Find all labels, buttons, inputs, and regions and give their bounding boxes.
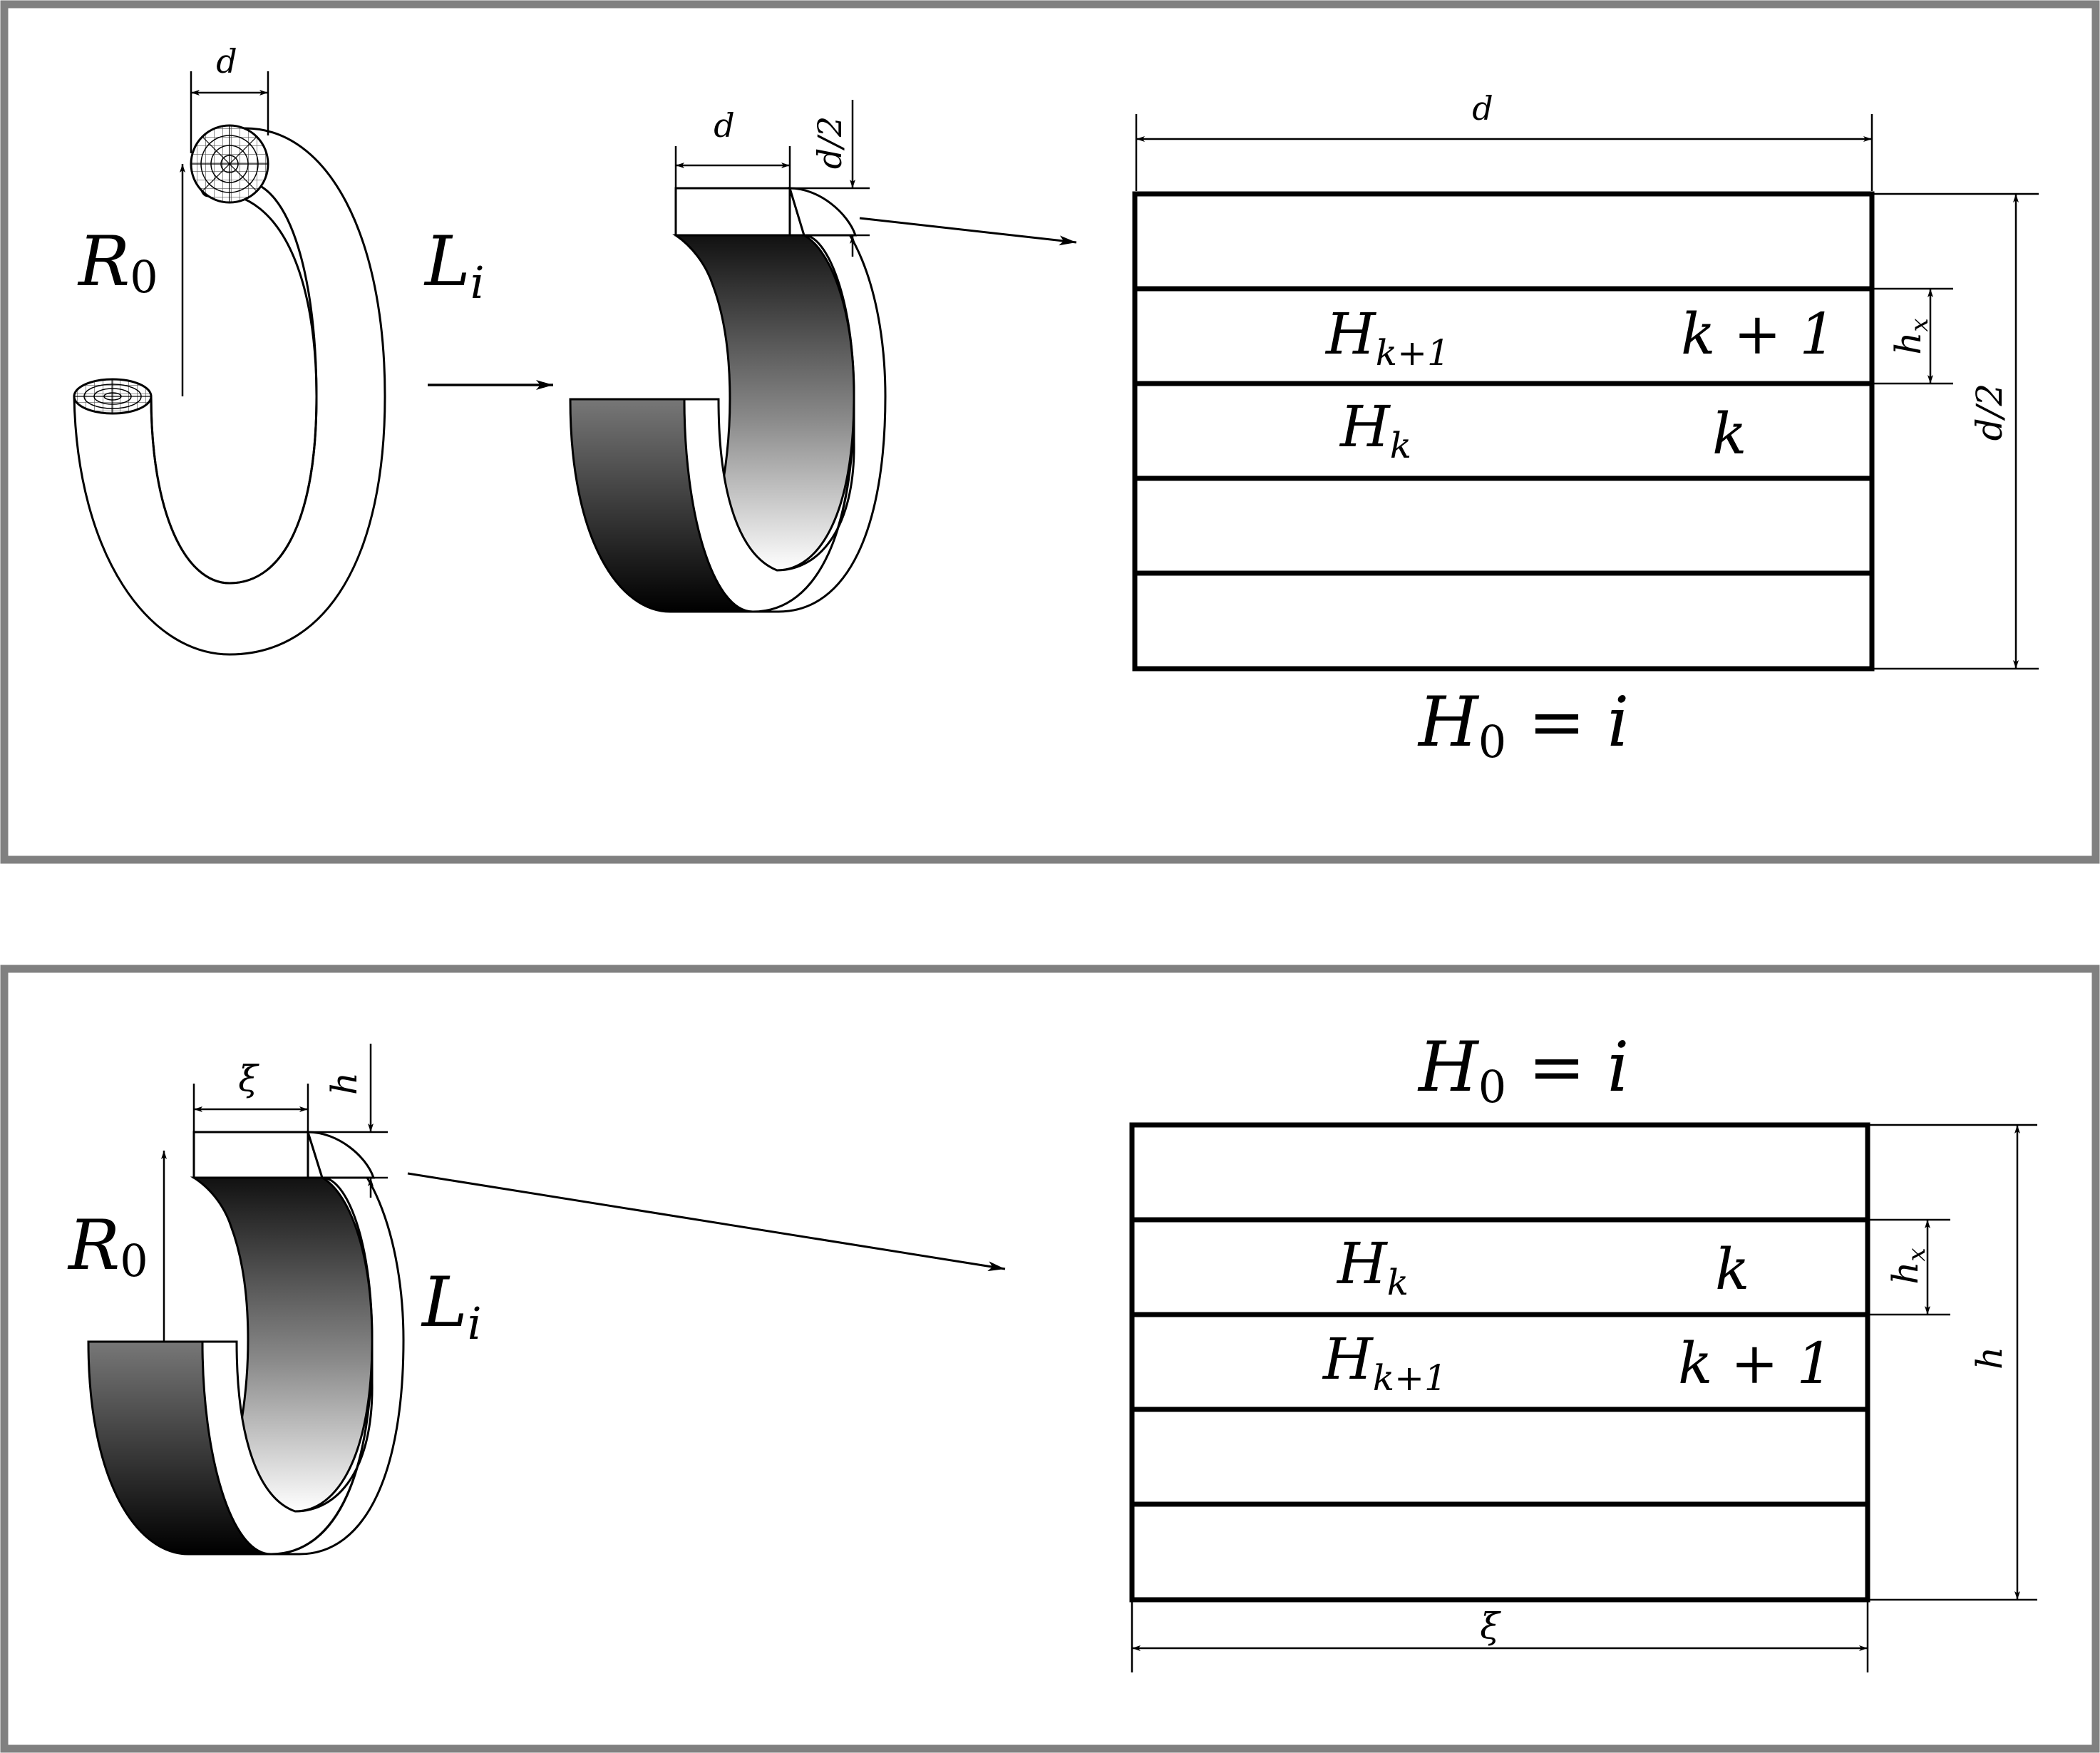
sector-half-d-label: d/2 (810, 116, 849, 169)
layer-row-k1-index: k + 1 (1678, 1330, 1833, 1397)
layered-section-top (1132, 191, 1875, 672)
layer-right-outer-dimension (1872, 192, 2039, 670)
layer-right-outer-dimension (1868, 1124, 2037, 1601)
layer-row-hk-label: Hk (1339, 394, 1411, 466)
layer-row-hk1-label: Hk+1 (1322, 1326, 1447, 1399)
layer-row-k-index: k (1712, 401, 1746, 467)
layer-bottom-xi-label: ξ (1480, 1605, 1501, 1647)
bottom-xi-label: ξ (238, 1058, 259, 1099)
layer-row-k-index: k (1715, 1236, 1749, 1302)
ring-top-cap (306, 1131, 376, 1179)
top-panel: d R0 Li d d/2 (0, 0, 2100, 864)
ring-top-cross-section (192, 1131, 309, 1179)
top-panel-frame (0, 0, 2100, 864)
ring-top-cap (788, 187, 858, 237)
layer-hx-label: hx (1885, 1248, 1931, 1284)
layer-hx-dimension (1868, 1218, 1950, 1316)
layer-right-outer-label: h (1969, 1347, 2010, 1369)
ring-sector-top (569, 187, 887, 613)
layer-top-d-dimension (1135, 114, 1873, 191)
layer-stack-outline (1132, 191, 1875, 672)
bottom-zoom-arrow (407, 1172, 1006, 1272)
layer-base-label: H0 = i (1417, 682, 1629, 768)
bottom-h-dimension (308, 1044, 388, 1198)
layer-right-outer-label: d/2 (1969, 384, 2010, 441)
torus-r0-label: R0 (77, 222, 158, 303)
ring-sector-bottom (87, 1131, 405, 1556)
bottom-r0-label: R0 (67, 1205, 148, 1287)
torus-inner-edge (150, 180, 318, 585)
torus-d-dimension (190, 71, 269, 153)
torus-d-label: d (216, 42, 237, 81)
layer-stack-outline (1129, 1122, 1870, 1603)
layer-row-hk-label: Hk (1336, 1230, 1409, 1303)
sector-d-dimension (674, 146, 791, 188)
layer-top-d-label: d (1472, 89, 1493, 128)
torus-end-cross-section-top (190, 124, 269, 204)
layer-bottom-xi-dimension (1131, 1600, 1869, 1672)
ring-front-shell (201, 1340, 374, 1556)
layered-section-bottom (1129, 1122, 1870, 1603)
layer-hx-label: hx (1888, 318, 1934, 354)
torus-end-cross-section-bottom (73, 378, 153, 415)
ring-top-cross-section (674, 187, 791, 237)
bottom-xi-dimension (192, 1084, 309, 1132)
layer-top-h0-label: H0 = i (1417, 1027, 1629, 1113)
layer-hx-dimension (1872, 287, 1953, 385)
bottom-panel: ξ h R0 Li H0 = i h hx (0, 965, 2100, 1753)
torus-li-label: Li (423, 222, 485, 309)
ring-front-shell (683, 398, 855, 613)
bottom-h-label: h (324, 1072, 365, 1095)
layer-row-hk1-label: Hk+1 (1324, 301, 1450, 374)
sector-d-label: d (714, 106, 734, 145)
sector-zoom-arrow (859, 217, 1077, 246)
bottom-li-label: Li (421, 1263, 482, 1350)
bottom-panel-frame (0, 965, 2100, 1753)
layer-row-k1-index: k + 1 (1681, 301, 1836, 367)
sector-half-d-dimension (790, 100, 870, 257)
